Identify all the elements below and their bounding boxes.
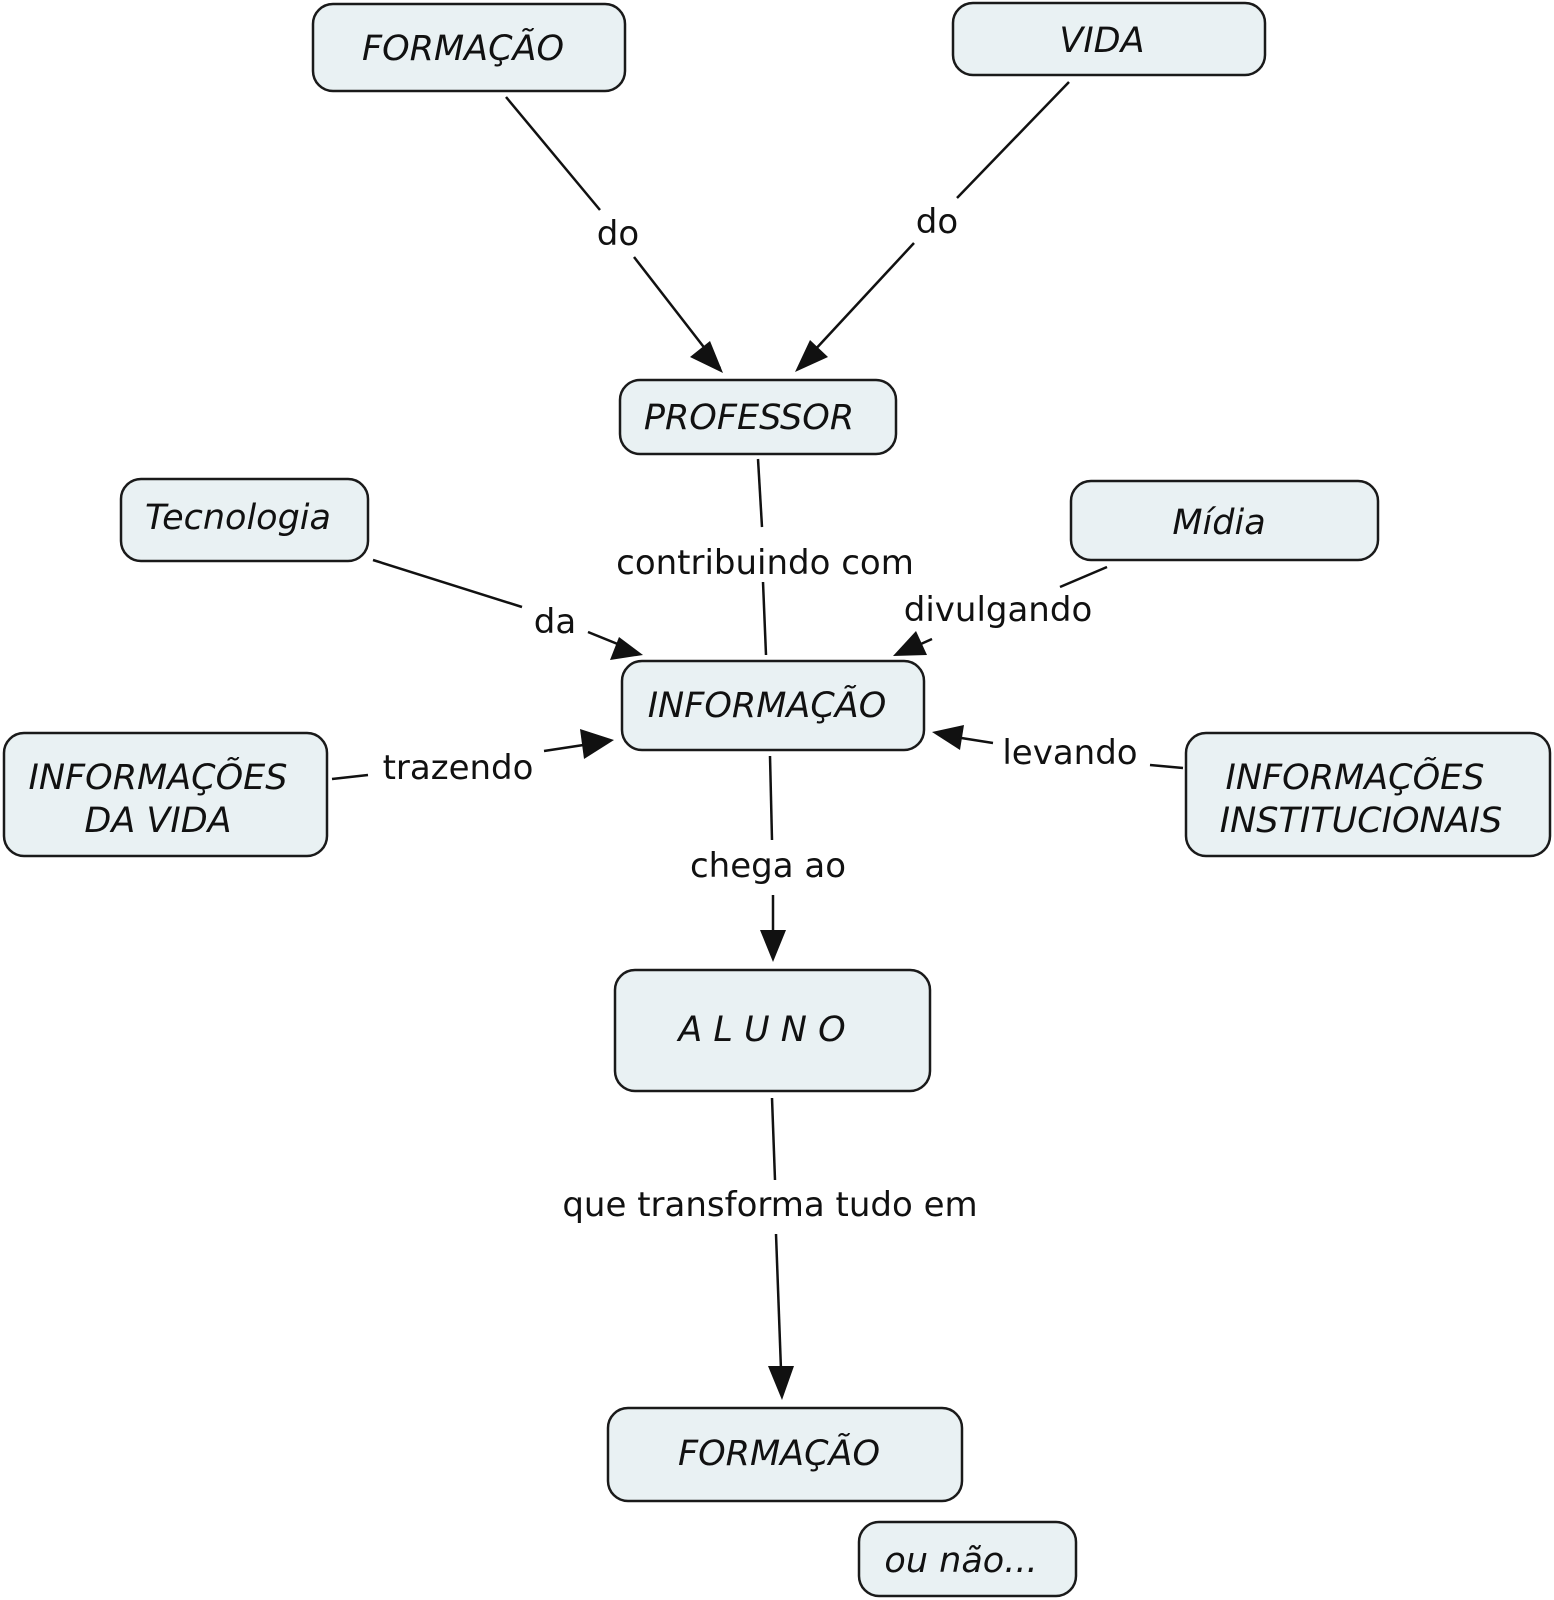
node-tecnologia-label: Tecnologia [145, 498, 331, 538]
edge-tecnologia-da [372, 558, 523, 609]
arrowhead-informacao-trazendo [580, 729, 614, 759]
node-formacao-top-label: FORMAÇÃO [362, 27, 564, 69]
node-formacao-top: FORMAÇÃO [311, 2, 627, 93]
edge-transforma-formacao [774, 1233, 783, 1371]
edge-formacao-do [505, 96, 601, 211]
edge-infoinst-levando [1149, 763, 1184, 770]
node-informacoes-institucionais: INFORMAÇÕES INSTITUCIONAIS [1184, 731, 1552, 858]
edge-informacao-chega [768, 755, 774, 841]
arrowhead-professor-right [795, 340, 828, 372]
link-label-trazendo: trazendo [383, 748, 534, 788]
arrowhead-informacao-midia [893, 631, 927, 656]
node-formacao-bottom-label: FORMAÇÃO [678, 1432, 880, 1474]
edge-contribuindo-informacao [761, 581, 768, 656]
node-informacoes-institucionais-line2: INSTITUCIONAIS [1220, 801, 1502, 841]
edge-professor-contribuindo [756, 458, 764, 528]
node-professor-label: PROFESSOR [644, 398, 854, 438]
node-informacoes-da-vida-line2: DA VIDA [84, 801, 231, 841]
edges [331, 81, 1184, 1400]
arrowhead-professor-left [690, 341, 723, 373]
node-informacao: INFORMAÇÃO [620, 659, 926, 752]
arrowhead-informacao-tecnologia [610, 637, 643, 660]
arrowhead-formacao-bottom [768, 1366, 794, 1400]
link-label-chega: chega ao [690, 846, 846, 886]
node-informacoes-da-vida-line1: INFORMAÇÕES [29, 756, 288, 798]
link-label-da: da [534, 602, 576, 642]
link-label-levando: levando [1002, 733, 1137, 773]
node-formacao-bottom: FORMAÇÃO [606, 1406, 964, 1503]
edge-do-professor-right [799, 242, 915, 367]
node-aluno: A L U N O [613, 968, 932, 1093]
link-label-do-left: do [597, 214, 639, 254]
node-aluno-label: A L U N O [676, 1010, 845, 1050]
link-label-divulgando: divulgando [904, 590, 1093, 630]
node-midia: Mídia [1069, 479, 1380, 562]
arrowhead-informacao-levando [932, 725, 964, 750]
node-professor: PROFESSOR [618, 378, 898, 456]
edge-infovida-trazendo [331, 773, 369, 781]
arrowhead-aluno [760, 930, 786, 962]
node-midia-label: Mídia [1172, 503, 1265, 543]
link-label-transforma: que transforma tudo em [562, 1185, 977, 1225]
node-tecnologia: Tecnologia [119, 477, 370, 563]
node-vida: VIDA [951, 1, 1267, 77]
node-ou-nao-label: ou não... [884, 1541, 1037, 1581]
node-vida-label: VIDA [1059, 21, 1144, 61]
link-label-contribuindo: contribuindo com [616, 543, 914, 583]
edge-vida-do [956, 81, 1070, 199]
node-informacoes-da-vida: INFORMAÇÕES DA VIDA [2, 731, 329, 858]
edge-midia-divulgando [1059, 565, 1108, 589]
node-informacoes-institucionais-line1: INFORMAÇÕES [1226, 756, 1485, 798]
node-ou-nao: ou não... [857, 1520, 1078, 1598]
link-label-do-right: do [916, 202, 958, 242]
edge-aluno-transforma [770, 1097, 777, 1181]
node-informacao-label: INFORMAÇÃO [648, 684, 887, 726]
